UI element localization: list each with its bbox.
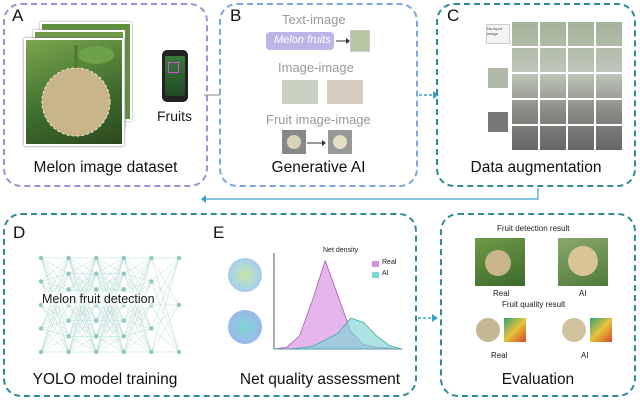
nn-node [121, 334, 127, 339]
nn-node [121, 318, 127, 323]
nn-node [176, 302, 182, 308]
real-quality-heatmap [504, 318, 526, 342]
arrow-c-d [201, 188, 539, 203]
text-image-label: Text-image [282, 12, 346, 27]
panel-d-e [3, 213, 417, 397]
fruit-image-image-label: Fruit image-image [266, 112, 371, 127]
panel-e-caption: Net quality assessment [239, 371, 401, 388]
nn-node [94, 334, 99, 339]
source-thumb-1 [488, 68, 508, 88]
melon-photo [24, 38, 124, 146]
image-image-output [327, 80, 363, 104]
arrow-a-b [204, 94, 220, 96]
panel-c-letter: C [447, 6, 460, 25]
panel-d-letter: D [13, 223, 26, 242]
ai-quality-fruit [562, 318, 586, 342]
nn-node [149, 349, 154, 355]
real-detection-photo [475, 238, 525, 286]
nn-node [66, 255, 71, 261]
nn-node [121, 255, 127, 261]
ai-mask-blob [228, 310, 262, 344]
quality-real-label: Real [491, 351, 508, 360]
panel-a-caption: Melon image dataset [33, 159, 178, 176]
detection-real-label: Real [493, 289, 510, 298]
nn-node [94, 318, 99, 323]
panel-f [440, 213, 636, 397]
detection-overlay-label: Melon fruit detection [42, 292, 155, 306]
nn-node [121, 349, 127, 355]
nn-node [121, 271, 127, 276]
nn-node [66, 334, 71, 339]
prompt-box [266, 32, 334, 50]
nn-node [94, 271, 99, 276]
panel-f-caption: Evaluation [501, 371, 575, 388]
legend-real-swatch [372, 261, 379, 267]
real-quality-fruit [476, 318, 500, 342]
nn-node [38, 255, 44, 261]
nn-node [66, 271, 71, 276]
no-input-box [486, 24, 510, 44]
panel-c-caption: Data augmentation [470, 159, 602, 176]
nn-node [94, 349, 99, 355]
detection-ai-label: AI [579, 289, 587, 298]
panel-b [219, 3, 418, 187]
nn-node [121, 287, 127, 292]
detection-title: Fruit detection result [497, 224, 570, 233]
nn-node [66, 318, 71, 323]
real-mask-blob [228, 258, 262, 292]
nn-node [38, 349, 44, 355]
source-thumb-2 [488, 112, 508, 132]
panel-b-caption: Generative AI [271, 159, 366, 176]
prompt-arrow [336, 38, 350, 44]
panel-c [436, 3, 636, 187]
chart-title: Net density [323, 247, 359, 254]
nn-node [176, 255, 182, 261]
text-image-output [350, 30, 370, 52]
quality-ai-label: AI [581, 351, 589, 360]
ai-detection-photo [558, 238, 608, 286]
density-series-ai [273, 317, 403, 350]
fruit-arrow [307, 140, 326, 146]
nn-node [149, 255, 154, 261]
legend-real-label: Real [382, 259, 397, 266]
nn-node [176, 349, 182, 355]
panel-d-caption: YOLO model training [32, 371, 178, 388]
image-image-input [282, 80, 318, 104]
quality-title: Fruit quality result [502, 300, 566, 309]
nn-node [94, 287, 99, 292]
fruit-input-photo [282, 130, 306, 154]
nn-node [38, 326, 44, 331]
nn-node [66, 287, 71, 292]
image-image-label: Image-image [278, 60, 354, 75]
nn-node [66, 349, 71, 355]
panel-e-letter: E [213, 223, 225, 242]
augmented-grid [512, 22, 622, 150]
phone-icon [162, 50, 188, 102]
nn-node [149, 279, 154, 284]
prompt-text: Melon fruits [274, 34, 331, 46]
fruits-label: Fruits [157, 108, 192, 124]
legend-ai-label: AI [382, 270, 389, 277]
no-input-label: No input image [487, 26, 502, 36]
melon-illustration [41, 45, 114, 137]
panel-b-letter: B [230, 6, 242, 25]
nn-node [94, 255, 99, 261]
panel-a-letter: A [12, 6, 24, 25]
legend-ai-swatch [372, 272, 379, 278]
nn-node [38, 279, 44, 284]
ai-quality-heatmap [590, 318, 612, 342]
fruit-output-photo [328, 130, 352, 154]
density-chart [273, 253, 403, 350]
nn-node [149, 326, 154, 331]
arrow-e-f [418, 314, 438, 322]
